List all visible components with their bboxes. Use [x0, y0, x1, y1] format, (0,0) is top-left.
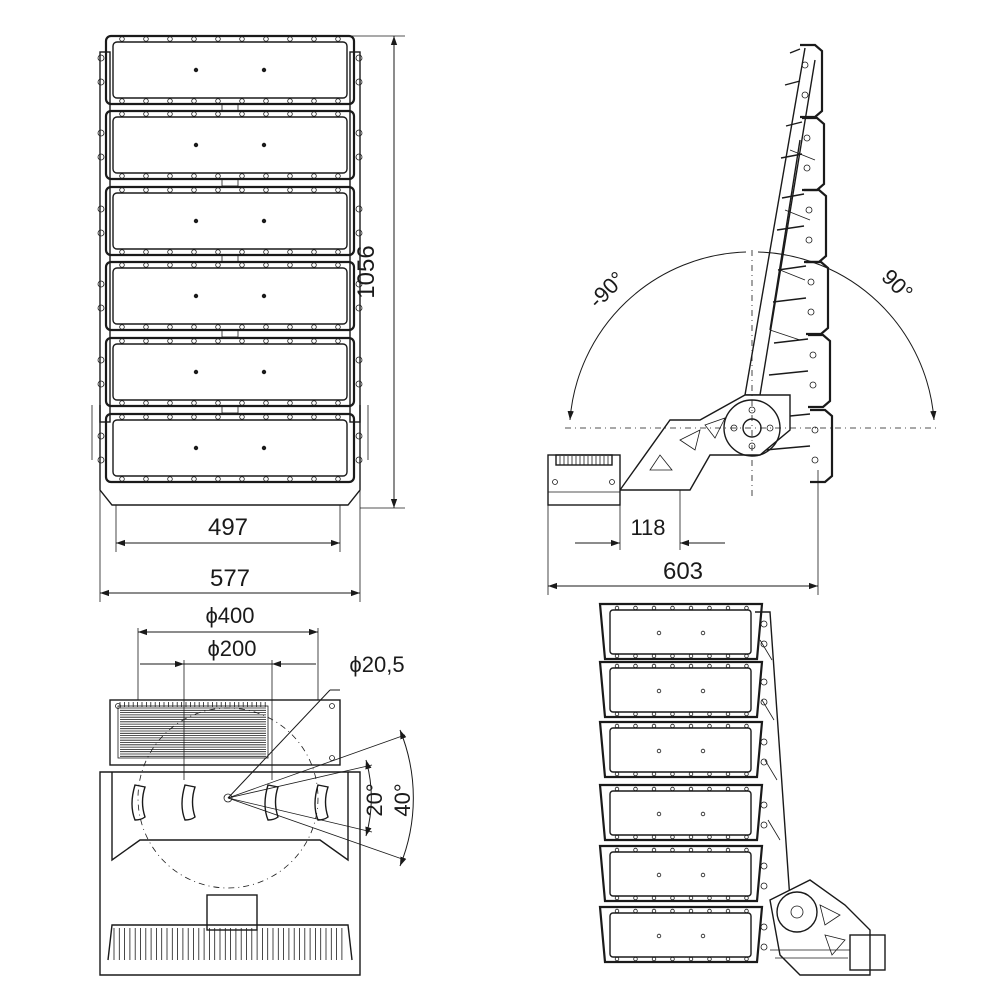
bottom-housing [99, 771, 361, 976]
swivel-negative-label: -90° [584, 267, 630, 313]
front-module [97, 260, 363, 338]
angled-pivot-disc [776, 891, 818, 933]
tilt-small-label: 20° [362, 783, 387, 816]
height-dimension-label: 1056 [353, 245, 380, 298]
front-module [97, 109, 363, 187]
bottom-view: ϕ400 ϕ200 ϕ20,5 20° 40° [99, 603, 415, 976]
angled-module [598, 844, 768, 903]
tilt-large-label: 40° [390, 783, 415, 816]
total-width-label: 577 [210, 565, 250, 592]
swivel-positive-label: 90° [877, 264, 918, 305]
angled-driver [849, 934, 886, 971]
front-module [97, 412, 363, 484]
front-bottom-housing [99, 405, 361, 506]
hole-diameter-label: ϕ20,5 [349, 652, 404, 677]
mount-circle-400 [137, 707, 319, 889]
bottom-driver-box [109, 699, 341, 766]
bottom-connector [206, 894, 258, 931]
side-module [780, 116, 826, 192]
swivel-arc-negative [567, 251, 747, 421]
angled-module [598, 602, 768, 661]
dia-200-label: ϕ200 [207, 636, 256, 661]
front-module [97, 34, 363, 112]
side-modules [764, 43, 834, 484]
side-module [768, 333, 832, 409]
angled-module [598, 783, 768, 842]
swivel-arc-positive [757, 251, 937, 421]
side-module [772, 260, 830, 336]
side-yoke-bracket [618, 394, 791, 491]
front-view: 1056 497 577 [91, 34, 405, 602]
front-module [97, 336, 363, 414]
tilt-arc-20 [365, 759, 372, 837]
angled-modules [598, 602, 768, 964]
tilt-arc-40 [399, 729, 414, 867]
side-depth-label: 603 [663, 558, 703, 585]
side-view: -90° 90° 118 603 [547, 43, 940, 595]
angled-view [598, 602, 886, 976]
dia-400-label: ϕ400 [205, 603, 254, 628]
module-width-label: 497 [208, 514, 248, 541]
bracket-offset-label: 118 [630, 515, 665, 540]
angled-module [598, 905, 768, 964]
front-module [97, 185, 363, 263]
side-module [776, 188, 828, 264]
angled-module [598, 720, 768, 779]
angled-module [598, 660, 768, 719]
front-modules [97, 34, 363, 484]
